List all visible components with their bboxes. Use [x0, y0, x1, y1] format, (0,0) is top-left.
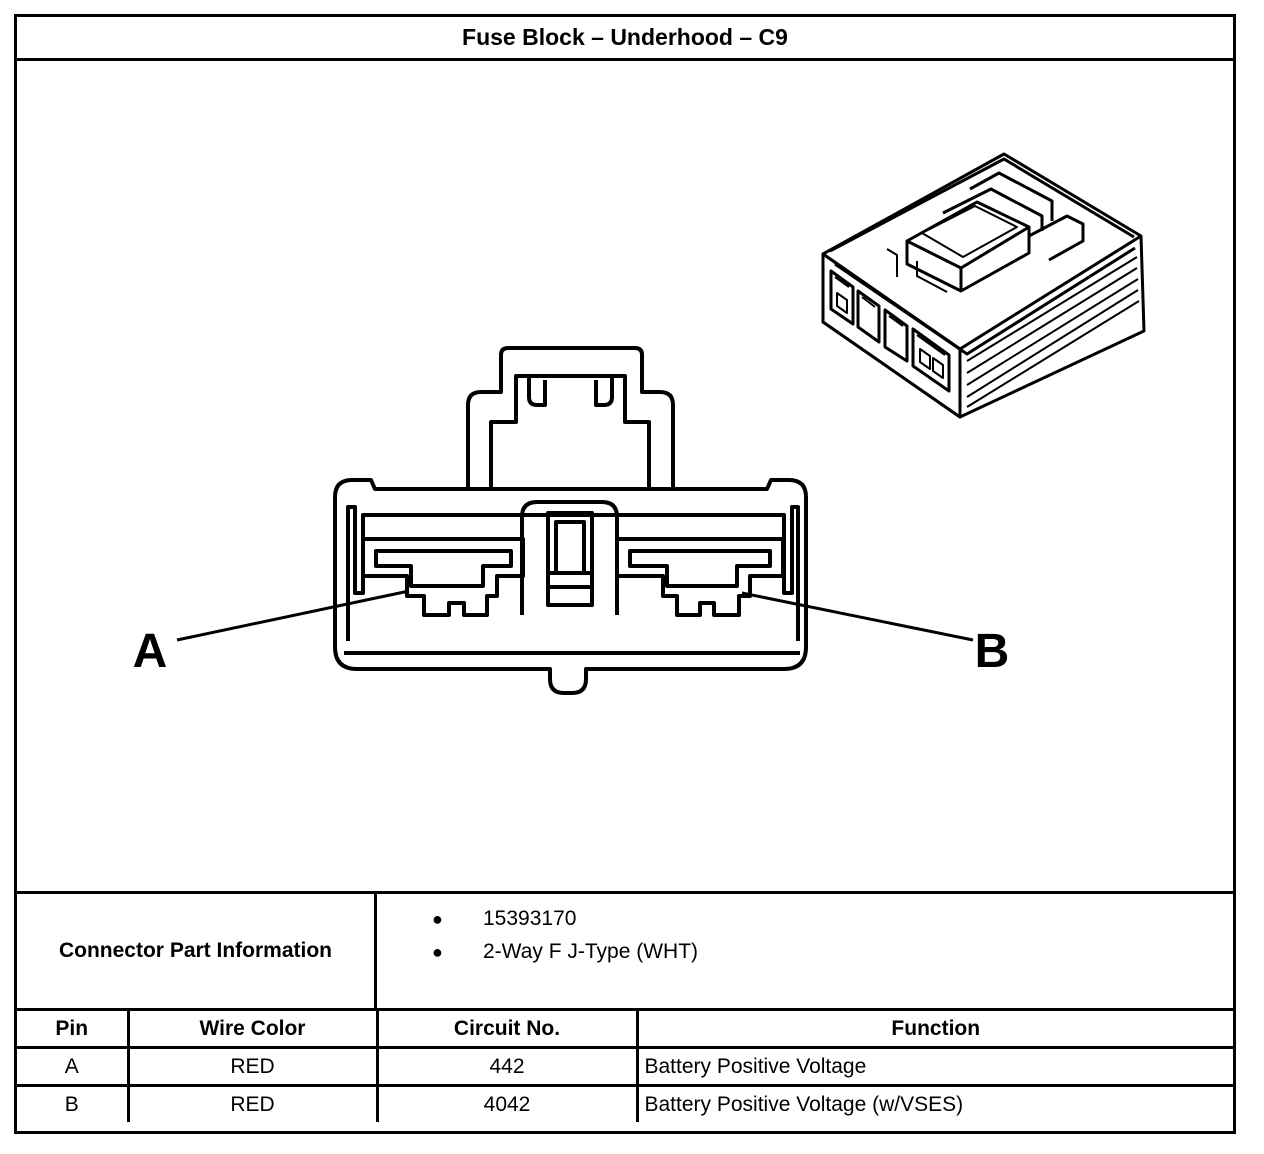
connector-iso-view — [821, 152, 1146, 419]
header-pin: Pin — [17, 1011, 130, 1049]
connector-part-info-label: Connector Part Information — [17, 894, 377, 1008]
pin-label-a: A — [133, 625, 168, 678]
pin-table: Pin Wire Color Circuit No. Function A RE… — [17, 1011, 1233, 1122]
cell-pin: B — [17, 1084, 130, 1122]
pin-label-b: B — [975, 625, 1010, 678]
connector-face-diagram: A B — [133, 152, 1146, 695]
cell-wire-color: RED — [126, 1046, 379, 1087]
cell-pin: A — [17, 1046, 130, 1087]
leader-line-b — [741, 591, 974, 642]
table-header-row: Pin Wire Color Circuit No. Function — [17, 1011, 1233, 1049]
connector-part-info: Connector Part Information ● 15393170 ● … — [17, 891, 1233, 1011]
table-row: A RED 442 Battery Positive Voltage — [17, 1046, 1233, 1087]
pin-leaders — [176, 589, 974, 642]
header-wire-color: Wire Color — [126, 1011, 379, 1049]
cell-function: Battery Positive Voltage — [635, 1046, 1233, 1087]
cell-function: Battery Positive Voltage (w/VSES) — [635, 1084, 1233, 1122]
leader-line-a — [176, 589, 410, 642]
sheet-title: Fuse Block – Underhood – C9 — [17, 17, 1233, 61]
connector-type: 2-Way F J-Type (WHT) — [483, 940, 699, 963]
bullet-icon: ● — [432, 941, 443, 962]
table-row: B RED 4042 Battery Positive Voltage (w/V… — [17, 1084, 1233, 1122]
part-number: 15393170 — [483, 907, 577, 930]
cell-circuit: 4042 — [375, 1084, 639, 1122]
header-function: Function — [635, 1011, 1233, 1049]
cell-circuit: 442 — [375, 1046, 639, 1087]
connector-part-info-list: ● 15393170 ● 2-Way F J-Type (WHT) — [377, 894, 1233, 1008]
cell-wire-color: RED — [126, 1084, 379, 1122]
header-circuit: Circuit No. — [375, 1011, 639, 1049]
connector-sheet: Fuse Block – Underhood – C9 — [14, 14, 1236, 1134]
bullet-icon: ● — [432, 908, 443, 929]
connector-drawing: A B — [17, 61, 1233, 891]
connector-face-view — [333, 346, 808, 695]
